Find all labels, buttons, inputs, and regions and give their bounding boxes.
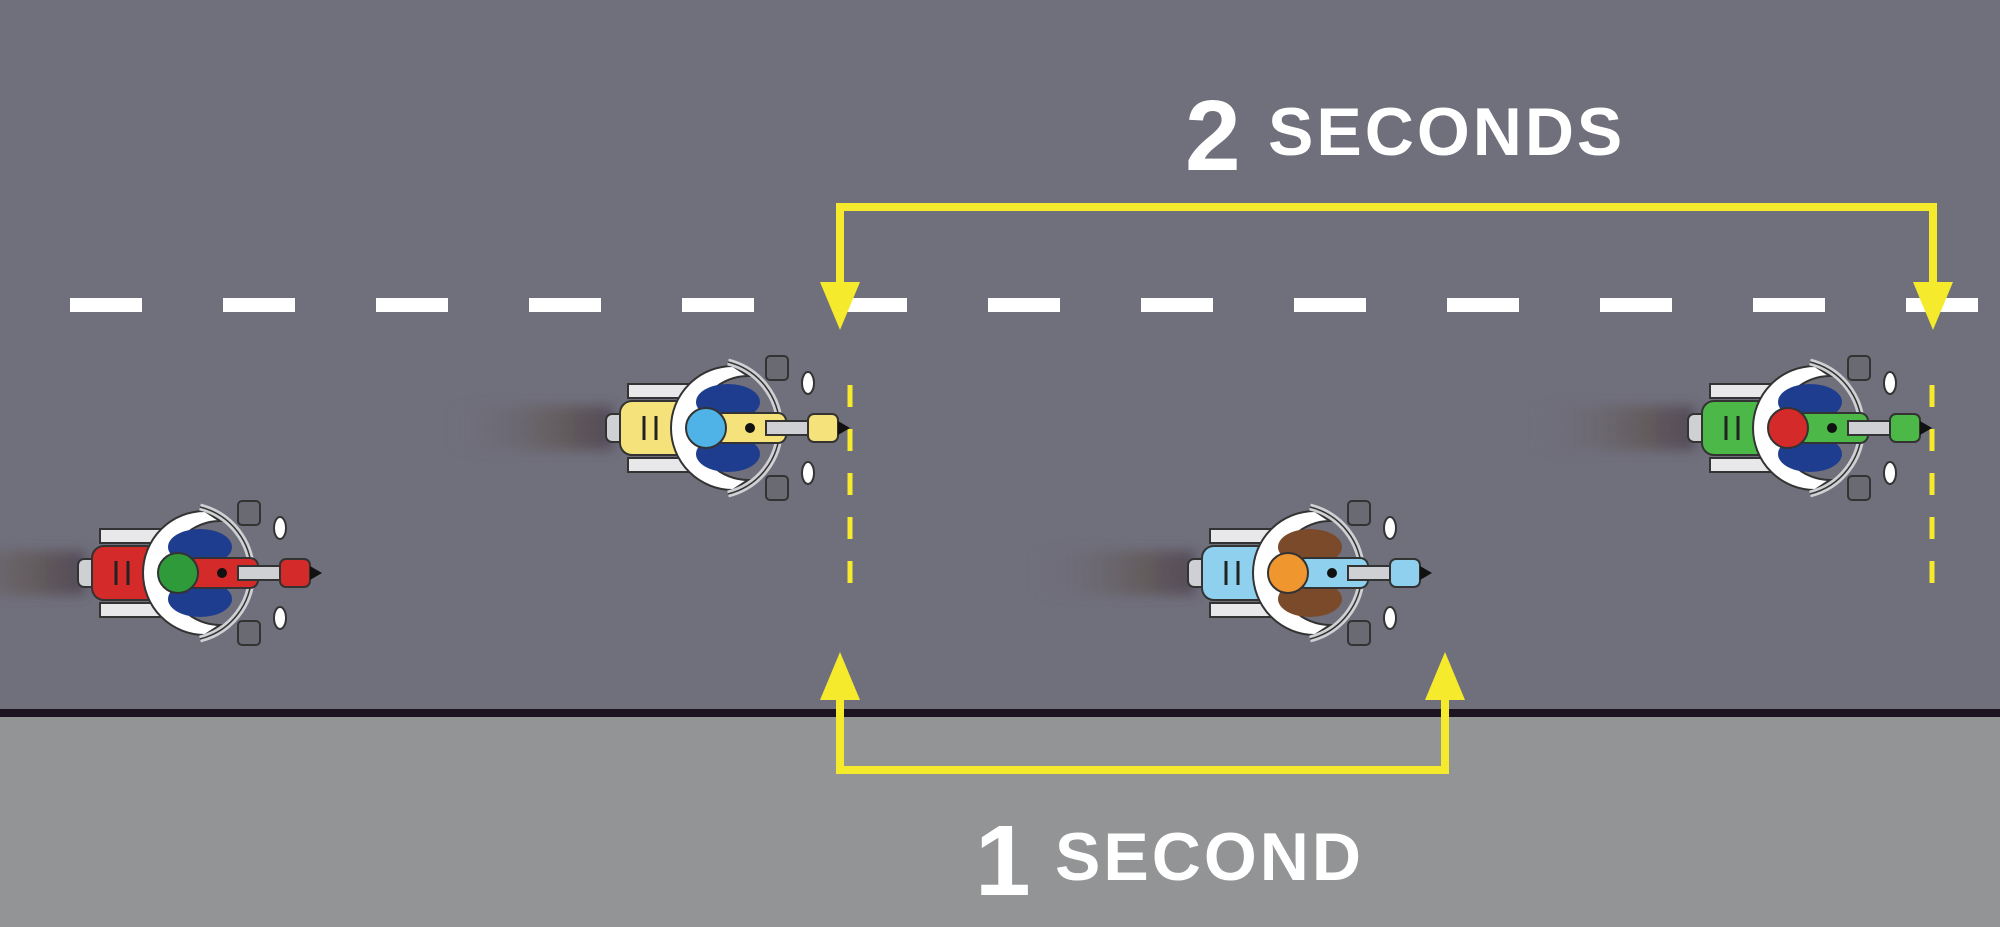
lane-dash [835, 298, 907, 312]
lane-dash [1141, 298, 1213, 312]
lane-dash [376, 298, 448, 312]
lane-dash [223, 298, 295, 312]
lane-dash [1753, 298, 1825, 312]
lane-dash [529, 298, 601, 312]
arrowhead-icon [820, 282, 860, 330]
lane-dash [1600, 298, 1672, 312]
sidewalk [0, 716, 2000, 927]
lane-dash [70, 298, 142, 312]
arrowhead-icon [1425, 652, 1465, 700]
two-seconds-word: SECONDS [1268, 94, 1625, 170]
arrowhead-icon [820, 652, 860, 700]
two-seconds-number: 2 [1185, 80, 1241, 192]
lane-divider-dashes [70, 298, 1978, 312]
road [0, 0, 2000, 712]
lane-dash [1447, 298, 1519, 312]
one-second-bracket [836, 680, 1449, 774]
lane-dash [682, 298, 754, 312]
arrowhead-icon [1913, 282, 1953, 330]
lane-dash [1294, 298, 1366, 312]
lane-dash [988, 298, 1060, 312]
two-second-bracket [836, 203, 1937, 296]
road-edge-line [0, 709, 2000, 717]
one-second-word: SECOND [1055, 819, 1364, 895]
one-second-number: 1 [975, 805, 1031, 917]
